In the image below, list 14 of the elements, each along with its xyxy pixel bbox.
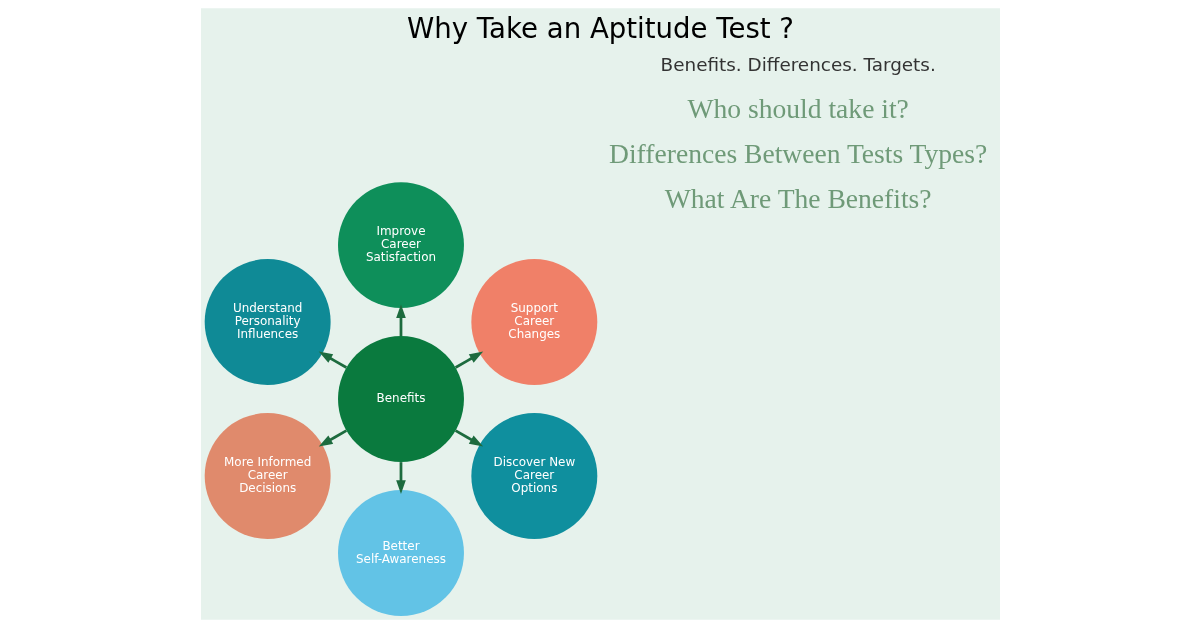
- label: Benefits. Differences. Targets.: [660, 53, 936, 75]
- arrow: [395, 462, 406, 494]
- arrow: [454, 351, 483, 369]
- diagram-title: Why Take an Aptitude Test ?: [406, 11, 794, 45]
- arrow: [454, 429, 483, 447]
- node-circle: Better Self-Awareness: [337, 490, 464, 616]
- arrow: [318, 429, 347, 447]
- label: Differences Between Tests Types?: [608, 138, 987, 170]
- label: What Are The Benefits?: [664, 183, 932, 215]
- node-circle: Benefits: [337, 336, 464, 463]
- node-circle: Improve Career Satisfaction: [337, 182, 464, 309]
- arrow: [318, 351, 347, 369]
- label: Who should take it?: [687, 93, 909, 125]
- arrow: [395, 304, 406, 336]
